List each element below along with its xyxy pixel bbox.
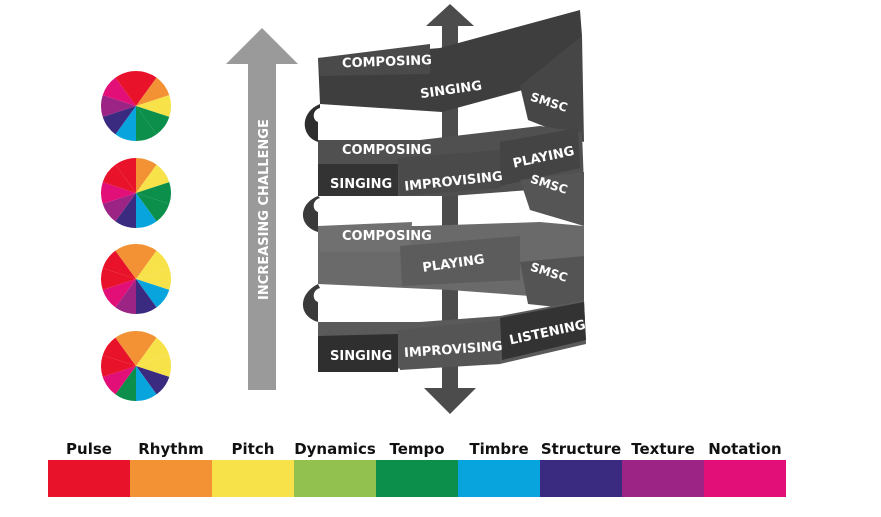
legend-swatch [130,460,212,497]
legend-swatch [48,460,130,497]
label-singing-2: SINGING [330,177,392,192]
wheel-slice [102,337,136,366]
wheel-slice [136,106,170,135]
wheel-slice [136,366,170,395]
legend-item-pulse: Pulse [48,440,130,498]
ribbon-band-3 [303,222,584,322]
legend-label: Pitch [231,440,275,458]
wheel-slice [101,268,136,290]
label-singing-4: SINGING [330,349,392,364]
wheel-slice [102,106,136,135]
wheel-slice [115,71,136,106]
wheel-slice [115,279,136,314]
wheel-slice [115,106,136,141]
wheel-slice [136,279,157,314]
legend-label: Timbre [469,440,529,458]
wheel-slice [115,193,136,228]
wheel-slice [136,193,157,228]
legend-label: Pulse [66,440,112,458]
legend-item-dynamics: Dynamics [294,440,376,498]
ribbon-band-4 [318,300,586,372]
wheel-slice [136,158,157,193]
wheel-slice [136,71,157,106]
legend-swatch [376,460,458,497]
legend-label: Structure [540,440,622,458]
legend-swatch [704,460,786,497]
legend-item-pitch: Pitch [212,440,294,498]
spiral-axis-arrow [424,4,476,414]
wheel-slice [136,77,170,106]
wheel-slice [136,268,171,290]
label-composing-1: COMPOSING [342,53,432,71]
wheel-slice [136,164,170,193]
legend-label: Texture [631,440,695,458]
legend-item-tempo: Tempo [376,440,458,498]
wheel-slice [115,366,136,401]
wheel-slice [115,158,136,193]
ribbon-band-2 [303,126,584,232]
legend-swatch [622,460,704,497]
wheel-slice [102,366,136,395]
wheel-slice [102,250,136,279]
wheel-slice [136,244,157,279]
wheel-slice [115,244,136,279]
wheel-slice [102,164,136,193]
label-improvising-4: IMPROVISING [404,339,503,361]
wheel-slice [136,182,171,204]
wheel-slice [136,95,171,117]
wheel-slice [136,279,170,308]
wheel-slice [102,77,136,106]
wheel-slice [102,193,136,222]
wheel-slice [136,355,171,377]
wheel-slice [115,331,136,366]
wheel-slice [102,279,136,308]
legend-item-timbre: Timbre [458,440,540,498]
wheel-slice [136,331,157,366]
legend-item-texture: Texture [622,440,704,498]
label-composing-3: COMPOSING [342,229,432,244]
wheel-slice [136,366,157,401]
legend-label: Tempo [389,440,445,458]
legend-swatch [294,460,376,497]
elements-legend: Pulse Rhythm Pitch Dynamics Tempo Timbre Struc… [48,440,788,500]
legend-item-rhythm: Rhythm [130,440,212,498]
color-wheels [101,71,171,401]
legend-label: Notation [708,440,782,458]
wheel-slice [136,193,170,222]
legend-swatch [212,460,294,497]
wheel-slice [136,250,170,279]
challenge-label: INCREASING CHALLENGE [257,119,272,300]
legend-item-structure: Structure [540,440,622,498]
legend-swatch [540,460,622,497]
wheel-slice [101,95,136,117]
label-composing-2: COMPOSING [342,143,432,158]
increasing-challenge-arrow: INCREASING CHALLENGE [226,28,298,390]
wheel-slice [136,337,170,366]
legend-swatch [458,460,540,497]
legend-label: Rhythm [138,440,204,458]
wheel-slice [101,182,136,204]
ribbon-band-1 [304,10,584,142]
wheel-slice [101,355,136,377]
wheel-slice [136,106,157,141]
legend-label: Dynamics [294,440,376,458]
legend-item-notation: Notation [704,440,786,498]
